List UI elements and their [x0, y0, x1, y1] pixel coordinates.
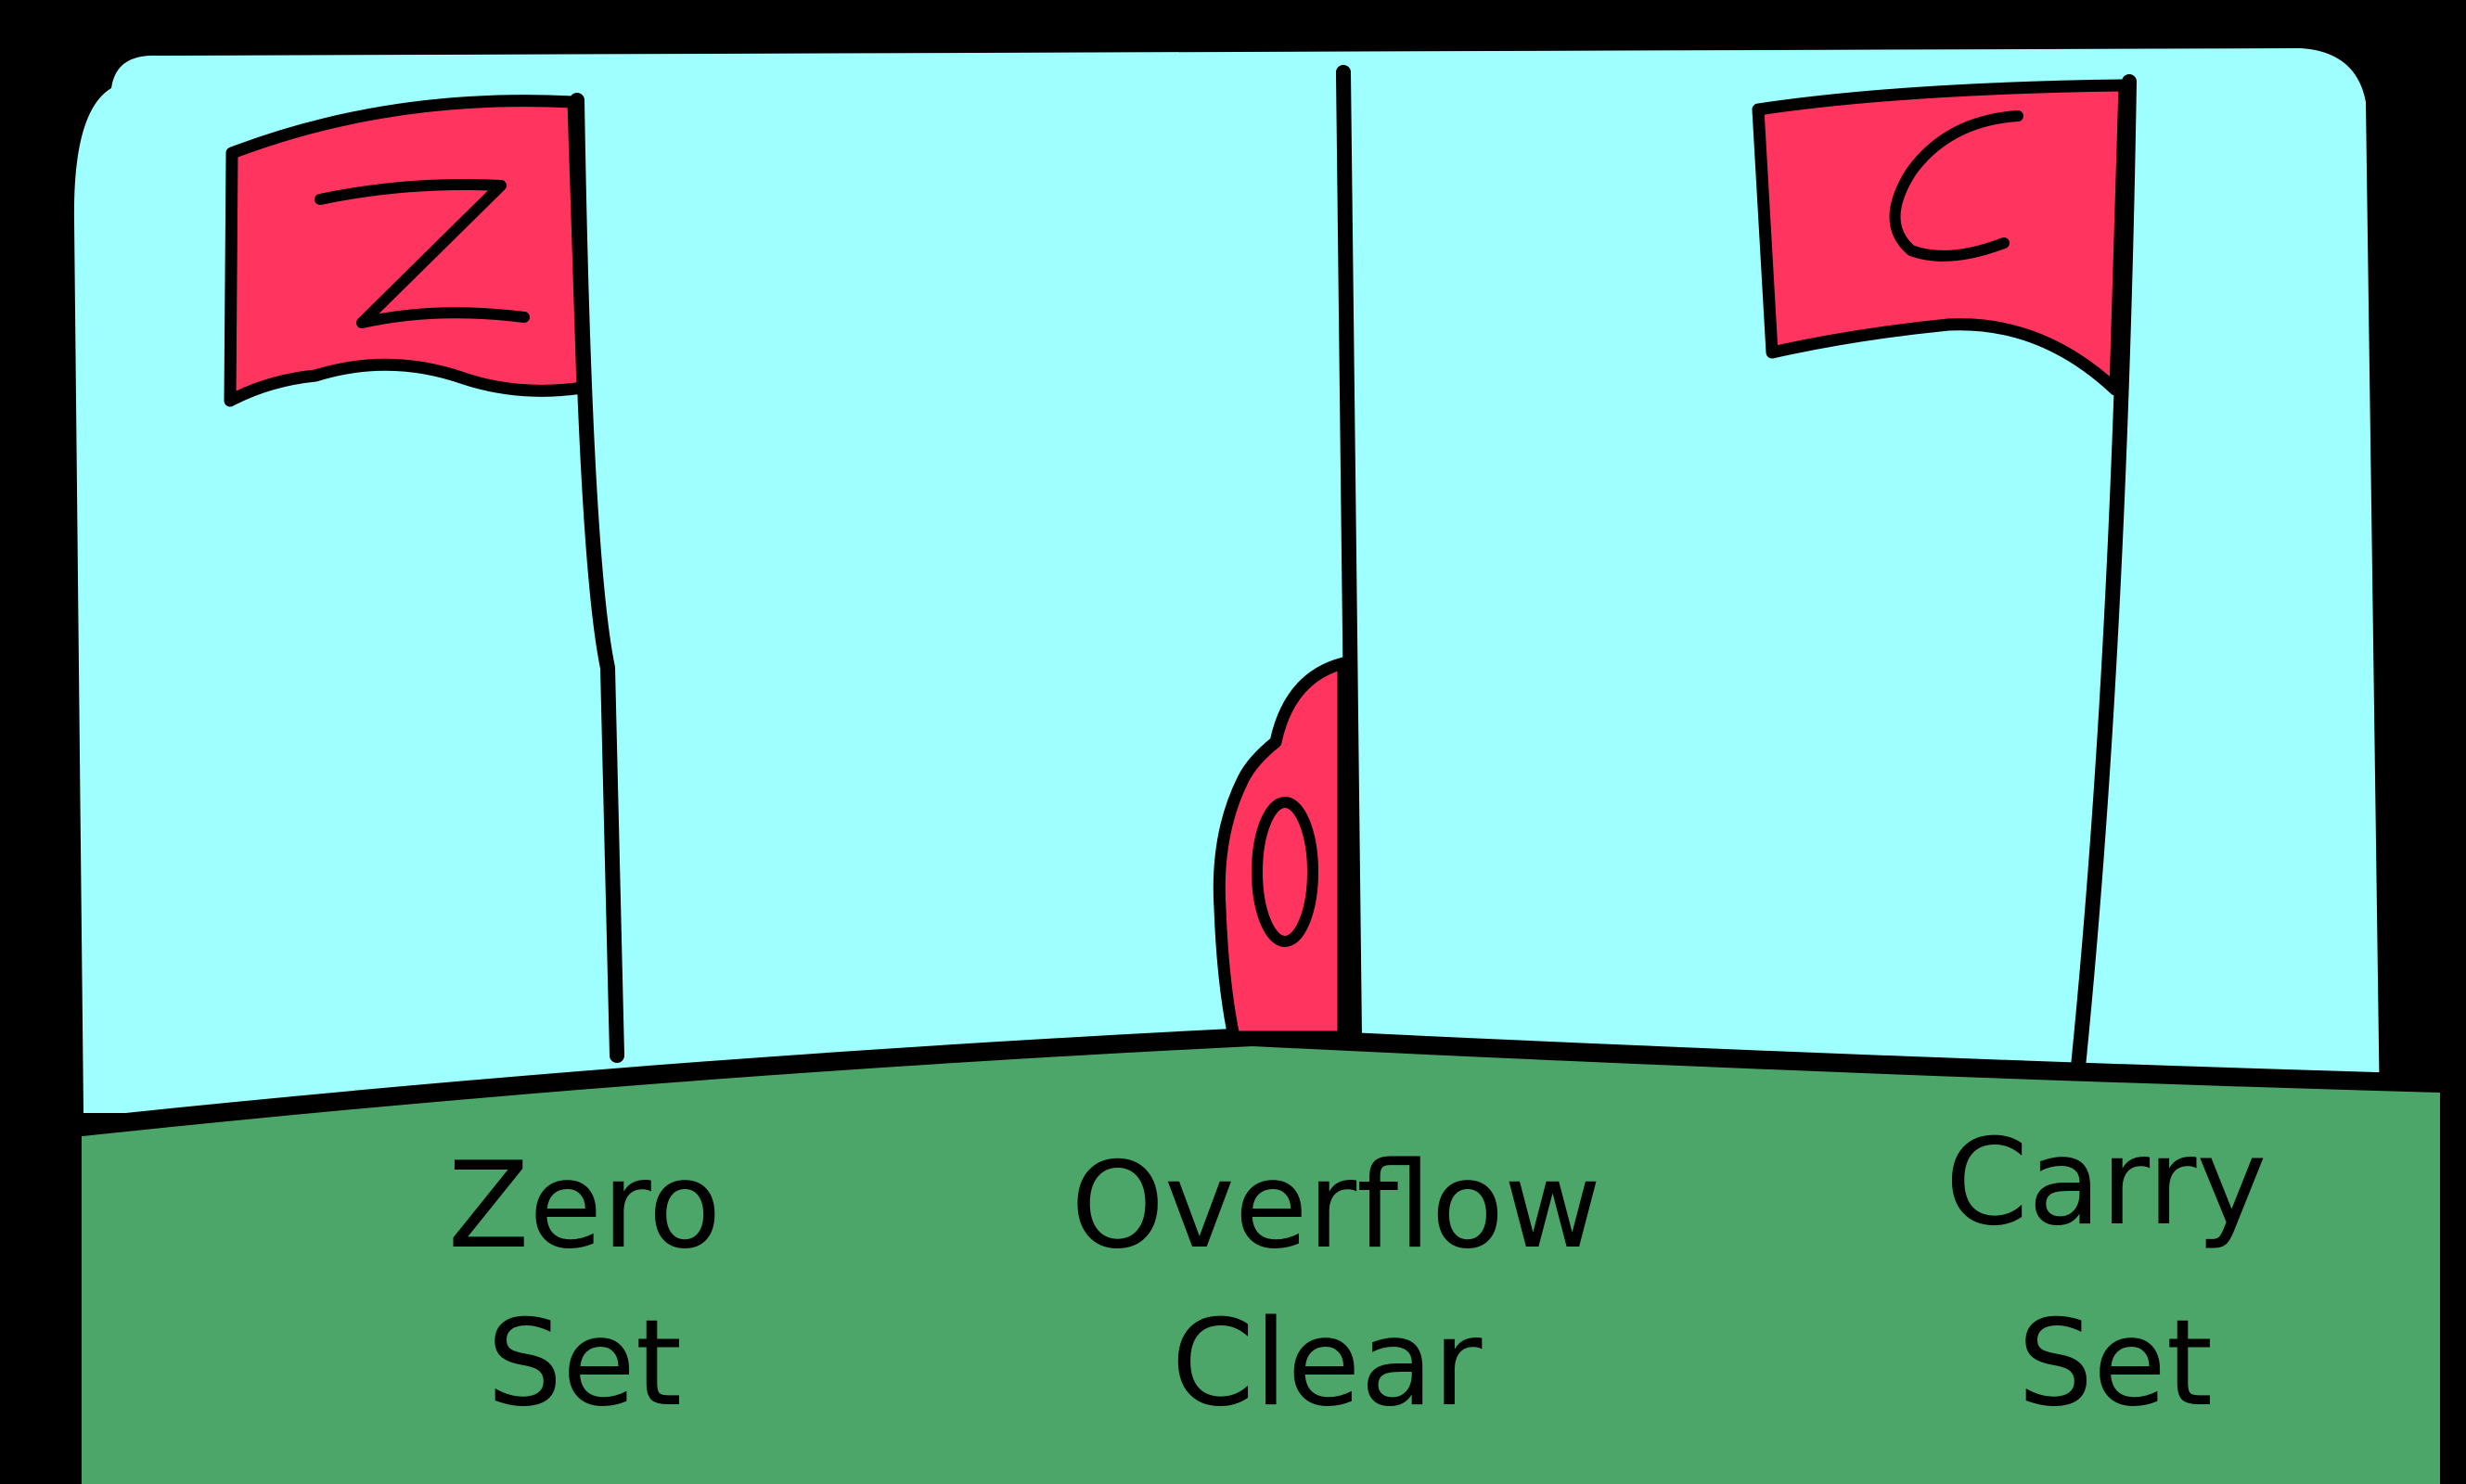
flag-letter-c-mark	[1889, 110, 2023, 262]
flag-zero	[224, 95, 589, 407]
flag-carry	[1752, 79, 2131, 396]
flag-letter-z-mark	[315, 179, 530, 328]
label-zero-line2: Set	[486, 1295, 683, 1433]
label-carry-line2: Set	[2017, 1295, 2214, 1433]
label-overflow-line2: Clear	[1171, 1295, 1483, 1433]
flagpole-carry	[2071, 74, 2137, 1074]
label-zero-line1: Zero	[447, 1137, 722, 1275]
ground	[82, 1037, 2440, 1484]
label-carry-line1: Carry	[1945, 1114, 2267, 1252]
flagpole-overflow	[1336, 65, 1362, 1044]
flag-letter-o-mark	[1252, 797, 1318, 947]
flag-overflow	[1213, 657, 1350, 1043]
label-overflow-line1: Overflow	[1071, 1137, 1601, 1275]
